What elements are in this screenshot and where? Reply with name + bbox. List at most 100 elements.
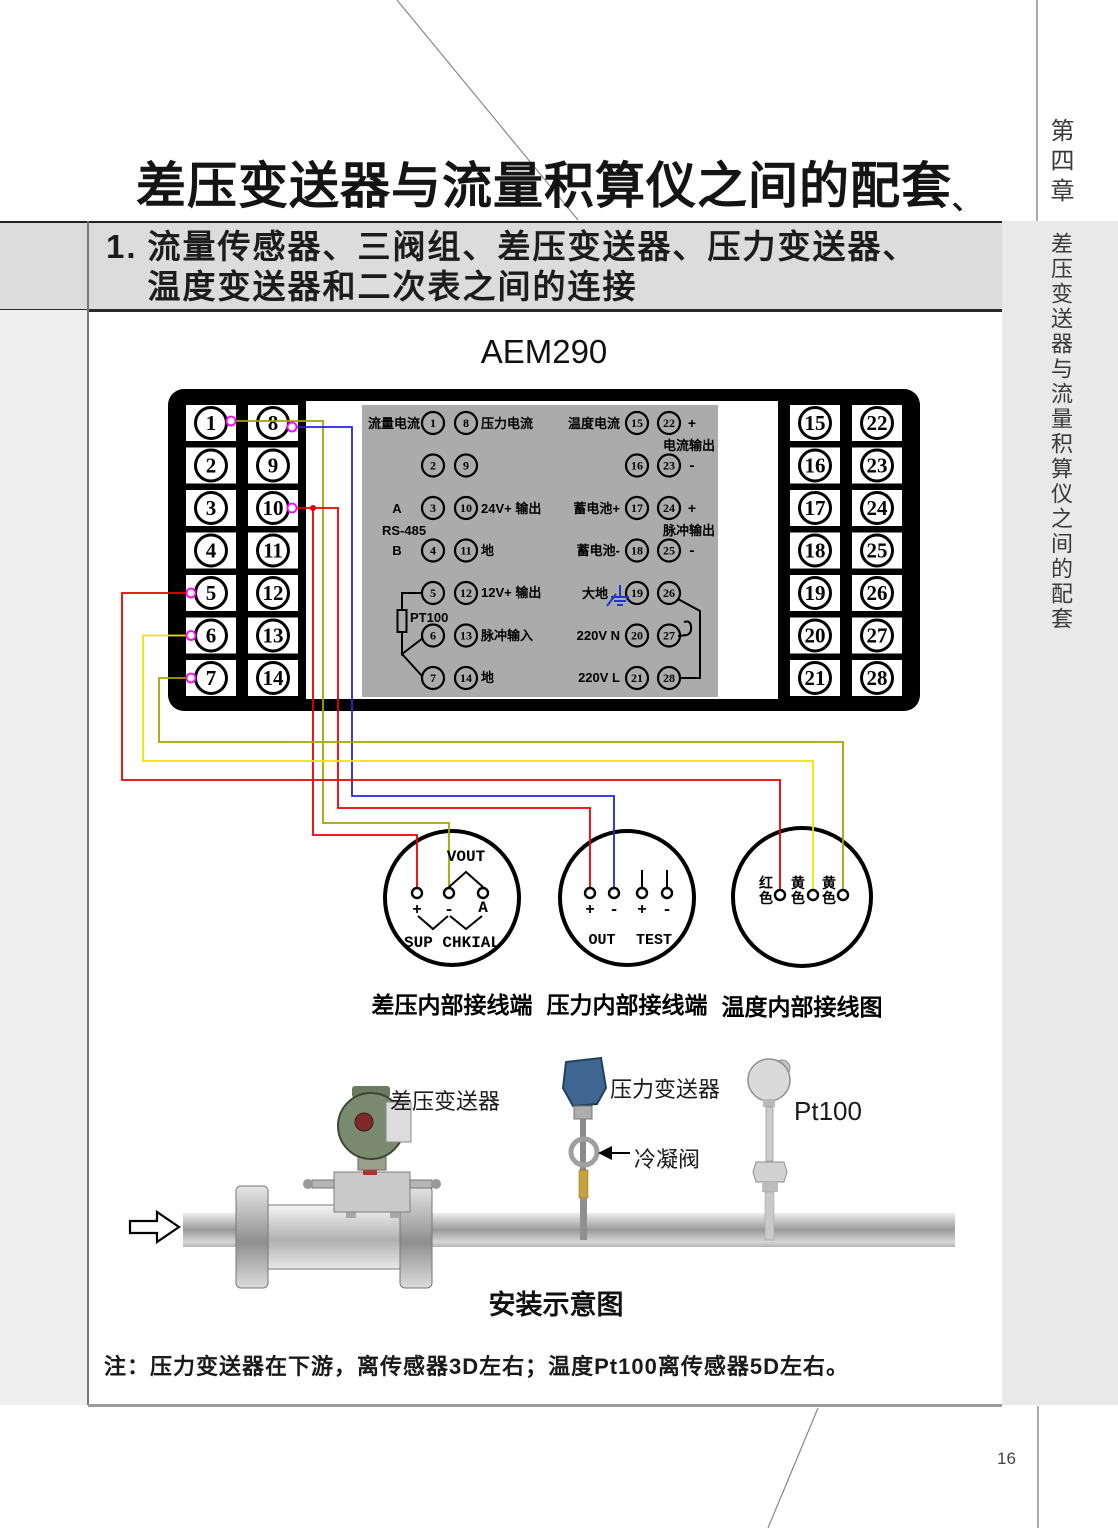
panel-number: 27 <box>663 629 675 643</box>
temp-terminal-yellow1 <box>806 888 820 902</box>
panel-number: 20 <box>631 629 643 643</box>
current-out-minus: - <box>688 459 696 475</box>
panel-number: 16 <box>631 459 643 473</box>
connector-terminal1 <box>225 415 237 427</box>
battery-plus-label: 蓄电池+ <box>573 501 620 516</box>
panel-number: 17 <box>631 501 643 515</box>
panel-numbers: 1 8 2 9 3 10 4 11 5 12 6 13 7 14 15 22 1… <box>430 416 675 685</box>
wire-terminal6-to-temp-yellow1 <box>142 634 814 889</box>
panel-number: 18 <box>631 544 643 558</box>
wire-junction-dot <box>310 505 316 511</box>
section-line1: 流量传感器、三阀组、差压变送器、压力变送器、 <box>147 228 918 265</box>
connector-terminal5 <box>185 587 197 599</box>
terminal-number: 26 <box>867 581 888 605</box>
wire-terminal10-to-dp-plus <box>312 508 418 887</box>
wire-terminal7-to-temp-yellow2 <box>158 677 844 889</box>
terminal-number: 6 <box>206 624 217 648</box>
page-number: 16 <box>997 1449 1016 1468</box>
connector-terminal6 <box>185 630 197 641</box>
block-terminal-circles <box>194 406 894 695</box>
pressure-minus2-label: - <box>662 901 672 919</box>
install-dp-label: 差压变送器 <box>390 1089 501 1114</box>
terminal-number: 4 <box>206 539 217 563</box>
footnote: 注：压力变送器在下游，离传感器3D左右；温度Pt100离传感器5D左右。 <box>104 1354 849 1379</box>
panel-number: 14 <box>460 671 472 685</box>
wires <box>121 420 844 889</box>
temp-circle <box>731 826 873 968</box>
temp-red-char1: 红 <box>759 875 773 891</box>
sidebar-top-rule <box>1036 0 1038 221</box>
temp-yellow1-char1: 黄 <box>791 875 805 891</box>
panel-number: 21 <box>631 671 643 685</box>
pressure-out-label: OUT <box>588 932 615 949</box>
page-title: 差压变送器与流量积算仪之间的配套、 <box>136 146 981 218</box>
terminal-number: 23 <box>867 454 888 478</box>
terminal-number: 7 <box>206 666 217 690</box>
panel-circles <box>420 410 682 691</box>
rs485-b-label: B <box>392 543 401 558</box>
wire-terminal10-to-pressure-plus <box>296 507 591 887</box>
panel-number: 12 <box>460 586 472 600</box>
terminal-number: 18 <box>805 539 826 563</box>
dp-transmitter <box>303 1086 441 1218</box>
section-heading: 1. 流量传感器、三阀组、差压变送器、压力变送器、 温度变送器和二次表之间的连接 <box>106 227 918 307</box>
pulse-in-label: 脉冲输入 <box>480 628 533 643</box>
panel-number: 3 <box>430 501 436 515</box>
terminal-number: 14 <box>263 666 285 690</box>
block-terminal-numbers: 1 2 3 4 5 6 7 8 9 10 11 12 13 14 15 16 1… <box>206 411 888 690</box>
sidebar-bottom-rule <box>1037 1406 1039 1528</box>
battery-minus-label: 蓄电池- <box>577 543 620 558</box>
220v-n-label: 220V N <box>577 628 620 643</box>
dp-minus-label: - <box>444 901 454 919</box>
jumper-hook-27 <box>677 620 693 637</box>
panel-number: 28 <box>663 671 675 685</box>
dp-circle-internals: VOUT + - A SUP CHKIAL <box>404 848 500 952</box>
panel-number: 22 <box>663 416 675 430</box>
panel-number: 7 <box>430 671 436 685</box>
pulse-out-minus: - <box>688 544 696 560</box>
temp-yellow1-char2: 色 <box>791 890 805 906</box>
earth-label: 大地 <box>582 586 608 601</box>
current-out-plus: + <box>688 417 696 433</box>
terminal-number: 2 <box>206 454 217 478</box>
panel-number: 24 <box>663 501 675 515</box>
pressure-test-label: TEST <box>636 932 672 949</box>
temp-circle-internals: 红 色 黄 色 黄 色 <box>759 875 850 906</box>
temp-terminal-red <box>773 888 787 902</box>
terminal-number: 21 <box>805 666 826 690</box>
panel-number: 9 <box>463 459 469 473</box>
pressure-terminal-test-minus <box>660 886 674 900</box>
panel-number: 10 <box>460 501 472 515</box>
rs485-a-label: A <box>392 501 402 516</box>
content-bottom-rule <box>88 1404 1002 1407</box>
dp-vout-link <box>448 870 484 888</box>
pressure-terminal-out-minus <box>607 886 621 900</box>
flange-left <box>235 1185 269 1289</box>
panel-number: 26 <box>663 586 675 600</box>
pressure-terminal-test-plus <box>635 886 649 900</box>
panel-number: 5 <box>430 586 436 600</box>
panel-number: 4 <box>430 544 436 558</box>
connector-terminal8 <box>286 421 298 433</box>
valve-arrow-icon <box>598 1146 612 1160</box>
terminal-number: 27 <box>867 624 888 648</box>
dp-internal-links <box>417 915 483 931</box>
section-heading-band <box>0 221 1002 312</box>
terminal-number: 12 <box>263 581 284 605</box>
earth-ground-icon <box>606 585 629 607</box>
condensing-loop <box>568 1136 600 1168</box>
page-title-mark: 、 <box>952 184 982 215</box>
temp-current-label: 温度电流 <box>568 416 620 431</box>
internal-wiring-circles <box>383 826 873 968</box>
terminal-number: 25 <box>867 539 888 563</box>
ground-label-1: 地 <box>481 543 494 558</box>
pulse-out-plus: + <box>688 502 696 518</box>
terminal-number: 28 <box>867 666 888 690</box>
content-left-rule <box>87 221 89 1405</box>
dp-vout-label: VOUT <box>447 848 486 866</box>
terminal-number: 13 <box>263 624 284 648</box>
220v-l-label: 220V L <box>578 670 620 685</box>
connector-terminal10 <box>286 502 298 514</box>
